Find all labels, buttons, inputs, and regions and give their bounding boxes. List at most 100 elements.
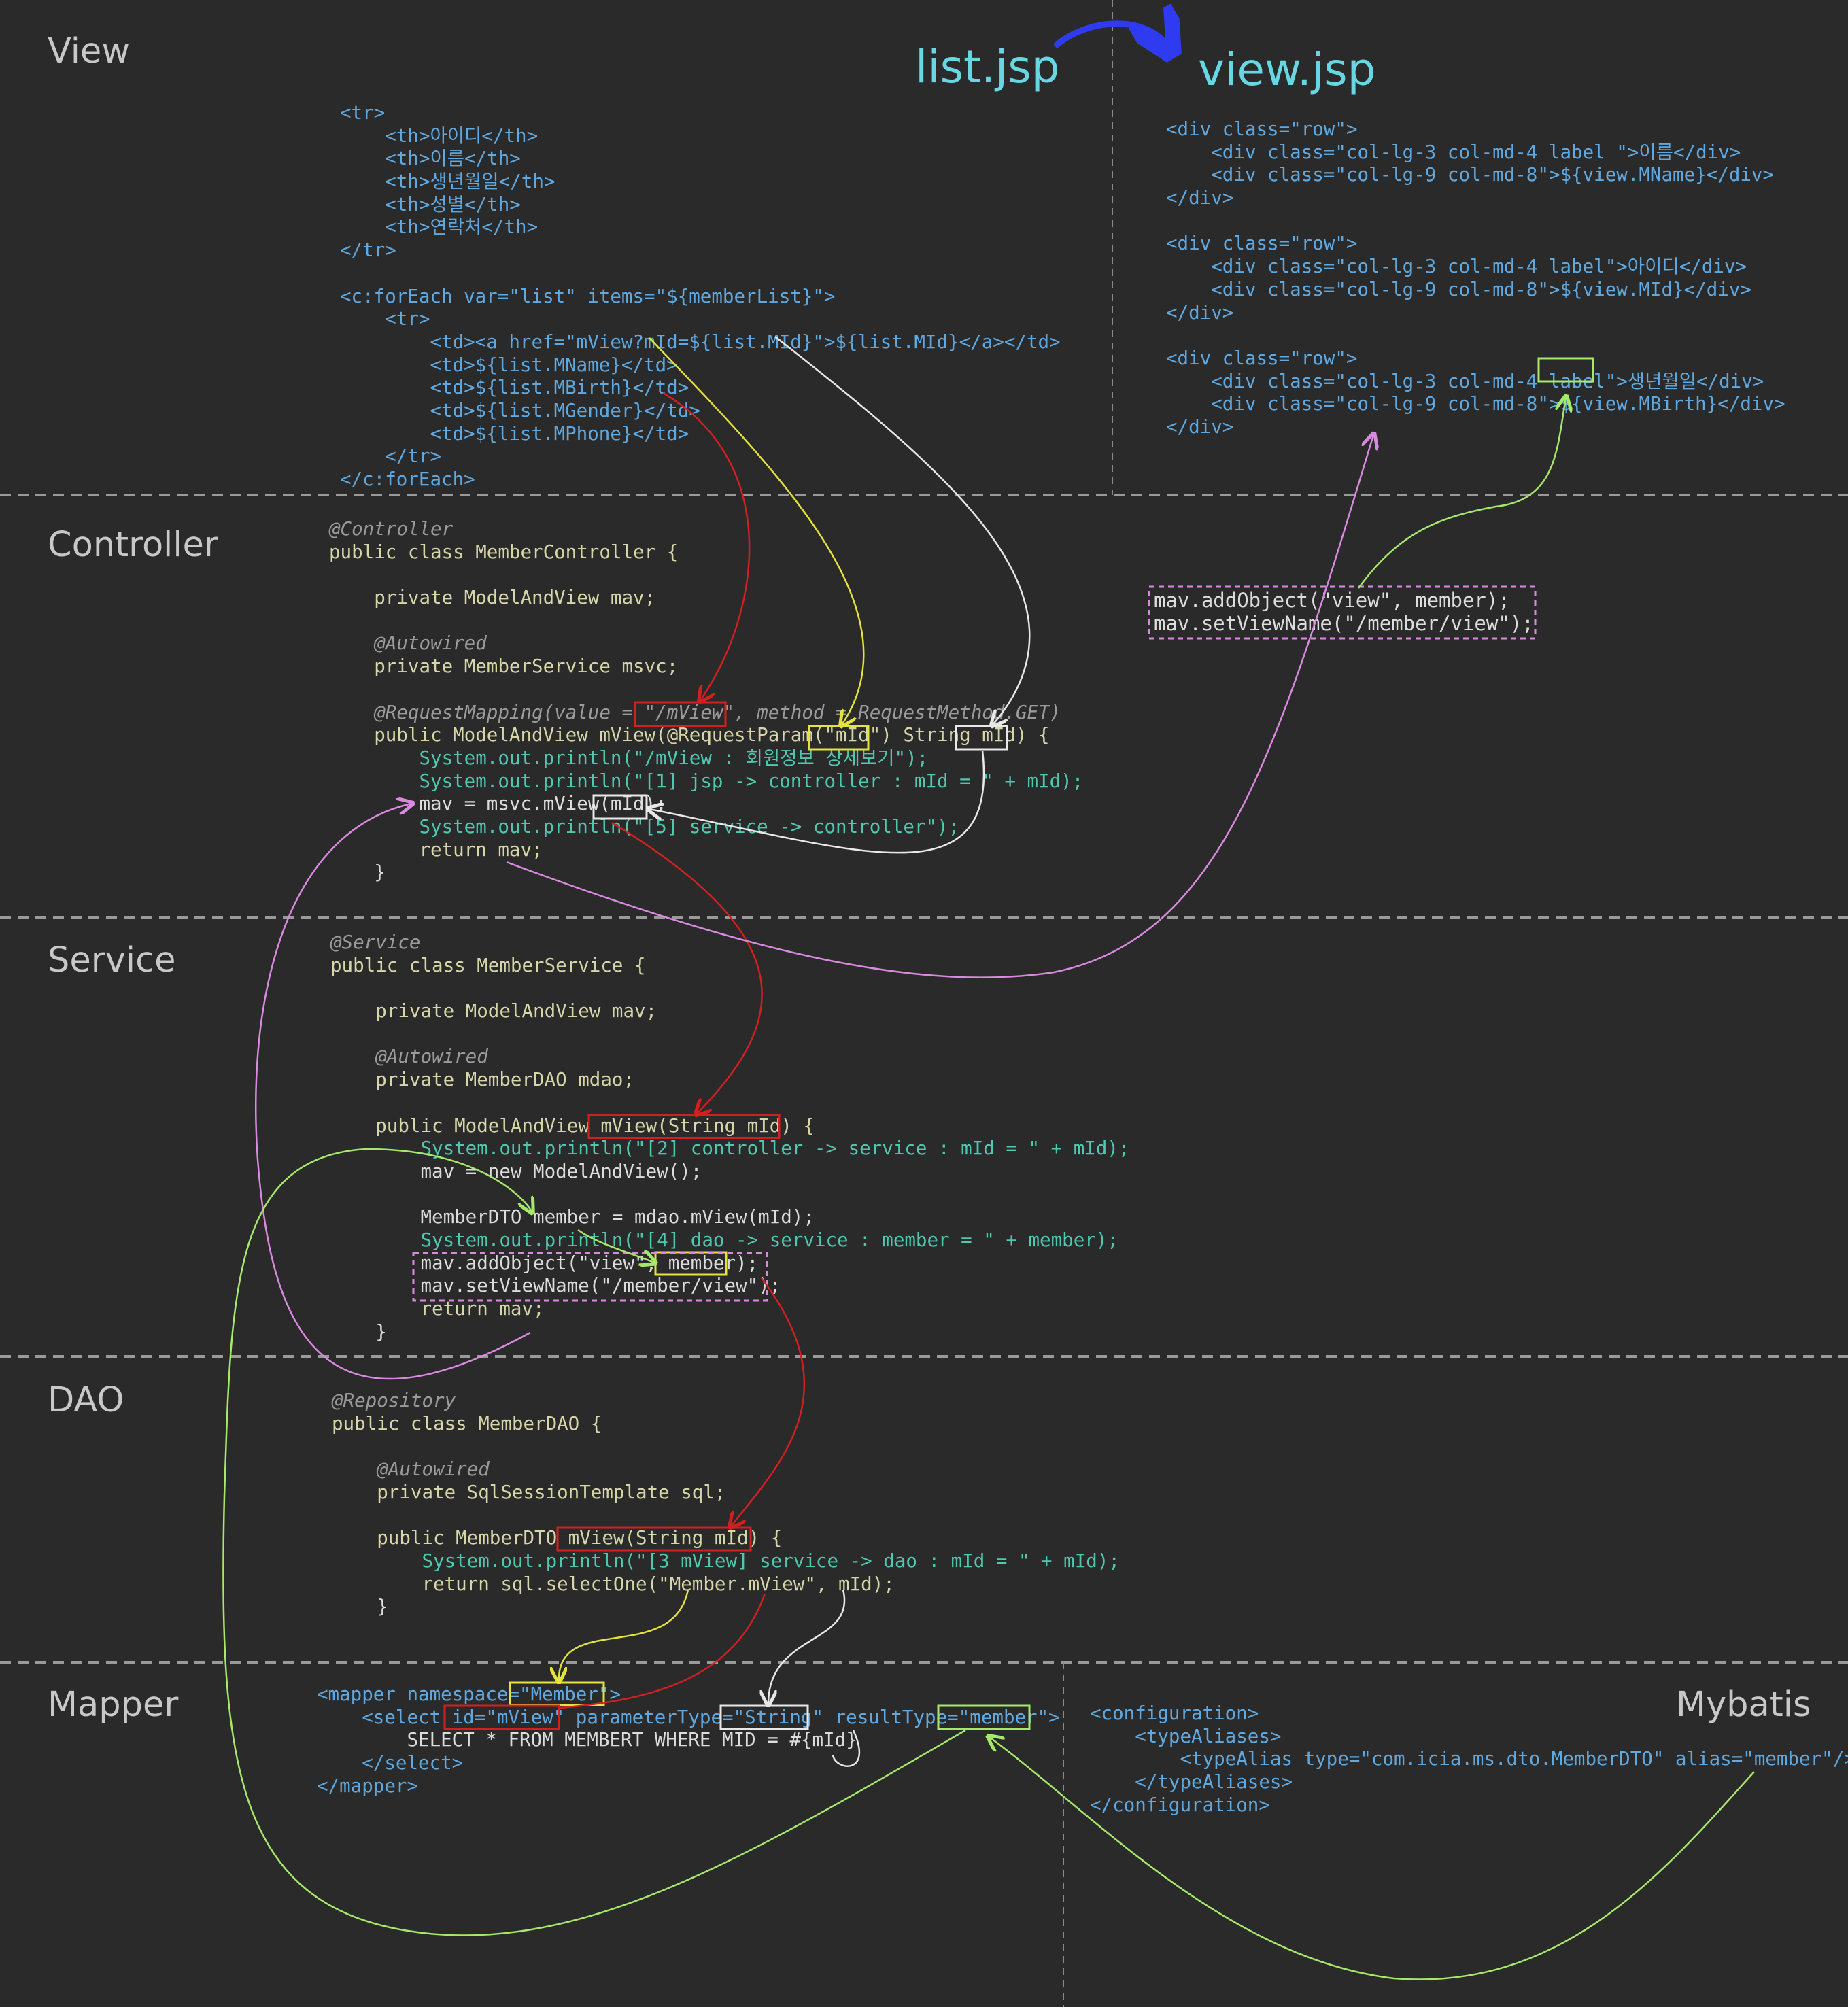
arrow-controller-to-service-red	[611, 821, 763, 1114]
code-line: public class MemberController {	[329, 541, 679, 563]
arrow-mid-to-arg-white	[649, 750, 985, 854]
code-line: private MemberService msvc;	[329, 655, 679, 678]
box-service-mview	[587, 1114, 781, 1139]
code-line: System.out.println("[1] jsp -> controlle…	[329, 770, 1084, 792]
code-line: <div class="row">	[1166, 118, 1358, 140]
code-line: </c:forEach>	[340, 468, 475, 490]
file-title-view-jsp: view.jsp	[1198, 44, 1376, 96]
code-line: <th>이름</th>	[340, 148, 521, 170]
arrow-service-to-dao-red	[731, 1277, 806, 1526]
code-line: private ModelAndView mav;	[330, 1000, 657, 1023]
box-result-type	[937, 1704, 1031, 1730]
code-line: <th>성별</th>	[340, 193, 521, 216]
code-line: @Controller	[329, 518, 454, 540]
code-line: </mapper>	[317, 1774, 419, 1797]
code-line: <div class="col-lg-3 col-md-4 label ">이름…	[1166, 141, 1741, 163]
arrow-alias-to-resulttype-green	[989, 1737, 1755, 1980]
arrow-paramtype-to-mid-white	[832, 1730, 861, 1767]
code-line: MemberDTO member = mdao.mView(mId);	[330, 1206, 815, 1229]
arrow-dao-to-paramtype-white	[768, 1589, 846, 1704]
section-label-view: View	[48, 31, 131, 71]
code-line: return sql.selectOne("Member.mView", mId…	[332, 1573, 895, 1595]
code-line: </select>	[317, 1752, 464, 1774]
code-line: </typeAliases>	[1090, 1771, 1293, 1794]
section-label-service: Service	[48, 940, 176, 980]
code-line: <tr>	[340, 308, 430, 330]
code-line: public class MemberDAO {	[332, 1412, 602, 1435]
box-member-arg	[654, 1251, 728, 1276]
arrow-controller-return-to-view-violet	[506, 435, 1373, 978]
box-mapping-mview	[634, 701, 727, 727]
code-line: SELECT * FROM MEMBERT WHERE MID = #{mId}	[317, 1729, 857, 1751]
section-dividers	[0, 494, 1848, 1664]
code-line: private MemberDAO mdao;	[330, 1069, 635, 1091]
code-block-mapper: <mapper namespace="Member"> <select id="…	[317, 1683, 1060, 1798]
code-line: return mav;	[329, 838, 543, 861]
code-line: <select id="mView" parameterType="String…	[317, 1706, 1060, 1728]
code-line: <td>${list.MPhone}</td>	[340, 422, 689, 445]
arrow-member-to-addobject-green	[577, 1229, 654, 1263]
code-line: System.out.println("/mView : 회원정보 상세보기")…	[329, 747, 929, 769]
code-line: @Autowired	[330, 1046, 488, 1068]
box-parameter-type	[719, 1704, 809, 1730]
code-block-controller-side: mav.addObject("view", member);mav.setVie…	[1154, 588, 1534, 635]
code-line: <th>연락처</th>	[340, 216, 538, 239]
code-line: private ModelAndView mav;	[329, 587, 656, 609]
code-line: <tr>	[340, 102, 386, 124]
code-line: System.out.println("[5] service -> contr…	[329, 815, 960, 838]
code-line: public ModelAndView mView(String mId) {	[330, 1114, 815, 1137]
box-mview-arg	[592, 794, 648, 820]
code-line: mav.setViewName("/member/view");	[330, 1275, 781, 1297]
code-line: mav = msvc.mView(mId);	[329, 793, 667, 815]
code-block-list-jsp: <tr> <th>아이디</th> <th>이름</th> <th>생년월일</…	[340, 102, 1061, 492]
code-line: @Autowired	[332, 1458, 490, 1481]
box-dao-mview	[556, 1526, 752, 1552]
box-namespace	[509, 1681, 605, 1706]
code-line: mav.addObject("view", member);	[330, 1252, 759, 1274]
arrow-resulttype-to-member-green	[222, 1148, 966, 1936]
arrow-list-to-controller-red	[662, 392, 751, 700]
code-line: <th>생년월일</th>	[340, 171, 555, 193]
code-line: <td>${list.MGender}</td>	[340, 399, 700, 422]
code-line: <div class="col-lg-3 col-md-4 label">생년월…	[1166, 370, 1764, 392]
code-line: }	[332, 1596, 388, 1618]
code-line: System.out.println("[4] dao -> service :…	[330, 1229, 1118, 1251]
code-line: <div class="row">	[1166, 347, 1358, 369]
arrow-list-to-view-jsp	[1053, 24, 1168, 48]
arrow-dao-to-mapper-red	[560, 1593, 766, 1709]
arrow-list-to-mid-white	[774, 336, 1031, 725]
section-label-mapper: Mapper	[48, 1685, 179, 1725]
code-line: <div class="col-lg-9 col-md-8">${view.MB…	[1166, 393, 1785, 415]
code-line: @Repository	[332, 1390, 456, 1411]
code-line: </div>	[1166, 301, 1234, 324]
code-line: System.out.println("[2] controller -> se…	[330, 1137, 1130, 1160]
code-line: @Service	[330, 931, 421, 953]
code-line: <typeAliases>	[1090, 1725, 1282, 1747]
code-line: <div class="col-lg-3 col-md-4 label">아이디…	[1166, 256, 1747, 278]
arrow-dao-to-namespace-yellow	[559, 1589, 689, 1681]
box-request-param	[808, 725, 870, 751]
code-block-view-jsp: <div class="row"> <div class="col-lg-3 c…	[1166, 118, 1785, 439]
code-line: public class MemberService {	[330, 954, 646, 976]
code-block-mybatis: <configuration> <typeAliases> <typeAlias…	[1090, 1702, 1848, 1817]
arrow-service-return-to-controller-violet	[255, 804, 531, 1380]
code-line: public ModelAndView mView(@RequestParam(…	[329, 724, 1050, 747]
code-line: <td><a href="mView?mId=${list.MId}">${li…	[340, 330, 1061, 353]
section-label-dao: DAO	[48, 1380, 124, 1420]
section-label-mybatis: Mybatis	[1676, 1685, 1811, 1725]
code-line: </tr>	[340, 239, 396, 262]
code-line: <td>${list.MBirth}</td>	[340, 377, 689, 399]
code-line: }	[329, 861, 386, 884]
code-line: </configuration>	[1090, 1794, 1270, 1816]
code-line: <typeAlias type="com.icia.ms.dto.MemberD…	[1090, 1748, 1848, 1770]
code-line: </div>	[1166, 415, 1234, 438]
box-view-mbirth	[1537, 357, 1594, 383]
code-line: <th>아이디</th>	[340, 124, 538, 147]
code-line: </tr>	[340, 445, 442, 468]
code-line: <c:forEach var="list" items="${memberLis…	[340, 285, 836, 307]
code-line: <div class="col-lg-9 col-md-8">${view.MN…	[1166, 164, 1775, 186]
